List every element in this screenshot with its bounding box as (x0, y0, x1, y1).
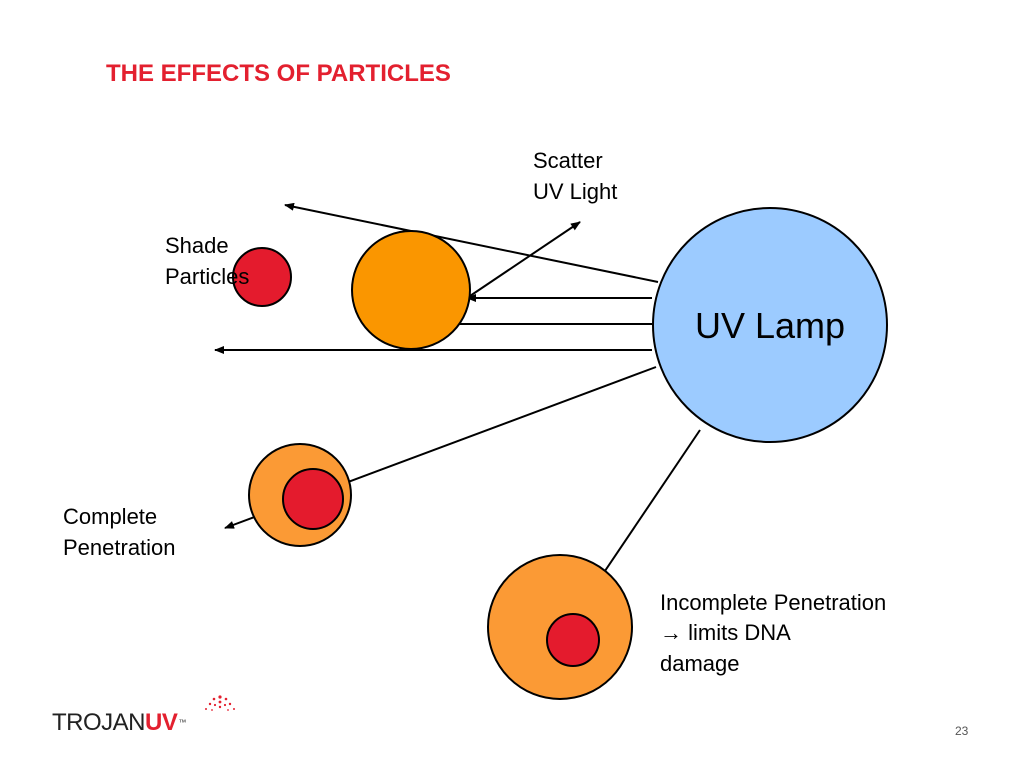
incomplete-penetration-label: Incomplete Penetration → limits DNA dama… (660, 590, 892, 676)
scatter-particle (351, 230, 471, 350)
shade-particle-small (232, 247, 292, 307)
scatter-label: Scatter UV Light (533, 148, 617, 204)
uv-lamp (652, 207, 888, 443)
shade-label-line-2: Particles (165, 264, 249, 289)
logo-word-uv: UV (145, 709, 178, 736)
logo-burst-icon (205, 695, 235, 711)
complete-label-line-1: Complete (63, 504, 157, 529)
ray-scatter (466, 221, 581, 299)
shade-label: Shade Particles (165, 233, 249, 289)
incomplete-label-line-1: Incomplete Penetration (660, 590, 886, 615)
incomplete-particle-core (546, 613, 600, 667)
logo-word-trojan: TROJAN (52, 709, 146, 736)
page-number: 23 (955, 724, 969, 738)
slide-title: THE EFFECTS OF PARTICLES (106, 60, 451, 87)
scatter-label-line-2: UV Light (533, 179, 617, 204)
uv-lamp-label: UV Lamp (695, 305, 845, 346)
shade-label-line-1: Shade (165, 233, 229, 258)
incomplete-label-line-3: damage (660, 651, 740, 676)
incomplete-label-line-2: → limits DNA (660, 620, 791, 645)
logo-wordmark: TROJANUV™ (52, 711, 186, 735)
complete-particle-core (282, 468, 344, 530)
complete-label-line-2: Penetration (63, 535, 176, 560)
scatter-label-line-1: Scatter (533, 148, 603, 173)
logo-trademark: ™ (178, 718, 186, 727)
complete-penetration-label: Complete Penetration (63, 504, 176, 560)
ray-shade-top (284, 202, 659, 283)
